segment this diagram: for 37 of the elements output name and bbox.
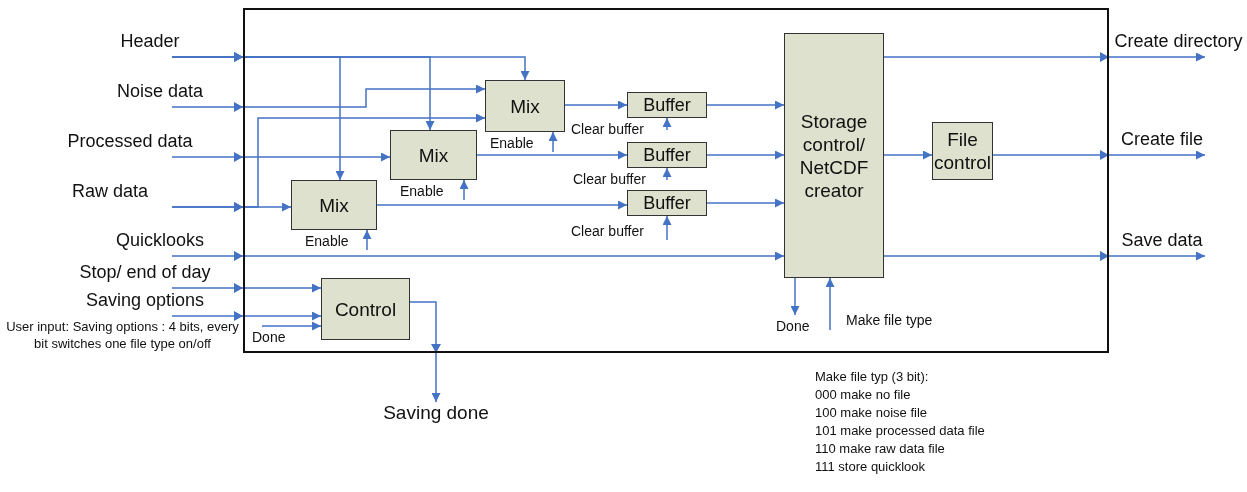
process-box: File control: [932, 122, 993, 180]
process-box: Buffer: [627, 190, 707, 216]
note-text: 100 make noise file: [815, 404, 927, 421]
note-text: 101 make processed data file: [815, 422, 985, 439]
input-label: Noise data: [90, 85, 230, 107]
process-box: Mix: [390, 130, 477, 180]
process-box: Buffer: [627, 142, 707, 168]
system-boundary-box: [243, 8, 1109, 353]
note-text: 000 make no file: [815, 386, 911, 403]
edge-label: Clear buffer: [571, 223, 644, 239]
note-text: 111 store quicklook: [815, 458, 926, 475]
edge-label: Clear buffer: [571, 121, 644, 137]
process-box: Mix: [485, 80, 565, 132]
process-box: Buffer: [627, 92, 707, 118]
input-label: Quicklooks: [90, 234, 230, 256]
input-label: Processed data: [60, 135, 200, 157]
output-label: Save data: [1112, 234, 1212, 256]
output-label: Create directory: [1112, 35, 1245, 57]
process-box: Control: [321, 278, 410, 340]
output-label: Saving done: [376, 402, 496, 426]
edge-label: Done: [776, 318, 810, 334]
output-label: Create file: [1112, 133, 1212, 155]
input-label: Raw data: [40, 185, 180, 207]
edge-label: Enable: [305, 233, 349, 249]
input-label: Header: [80, 35, 220, 57]
note-text: 110 make raw data file: [815, 440, 945, 457]
process-box: Mix: [291, 180, 377, 230]
edge-label: Enable: [400, 183, 444, 199]
input-label: Stop/ end of day: [75, 266, 215, 288]
process-box: Storage control/ NetCDF creator: [784, 33, 884, 278]
note-text: User input: Saving options : 4 bits, every bit switches one file type on/off: [5, 318, 240, 352]
edge-label: Done: [252, 329, 286, 345]
edge-label: Enable: [490, 135, 534, 151]
input-label: Saving options: [75, 294, 215, 316]
edge-label: Clear buffer: [573, 171, 646, 187]
edge-label: Make file type: [846, 312, 933, 328]
note-text: Make file typ (3 bit):: [815, 368, 929, 385]
